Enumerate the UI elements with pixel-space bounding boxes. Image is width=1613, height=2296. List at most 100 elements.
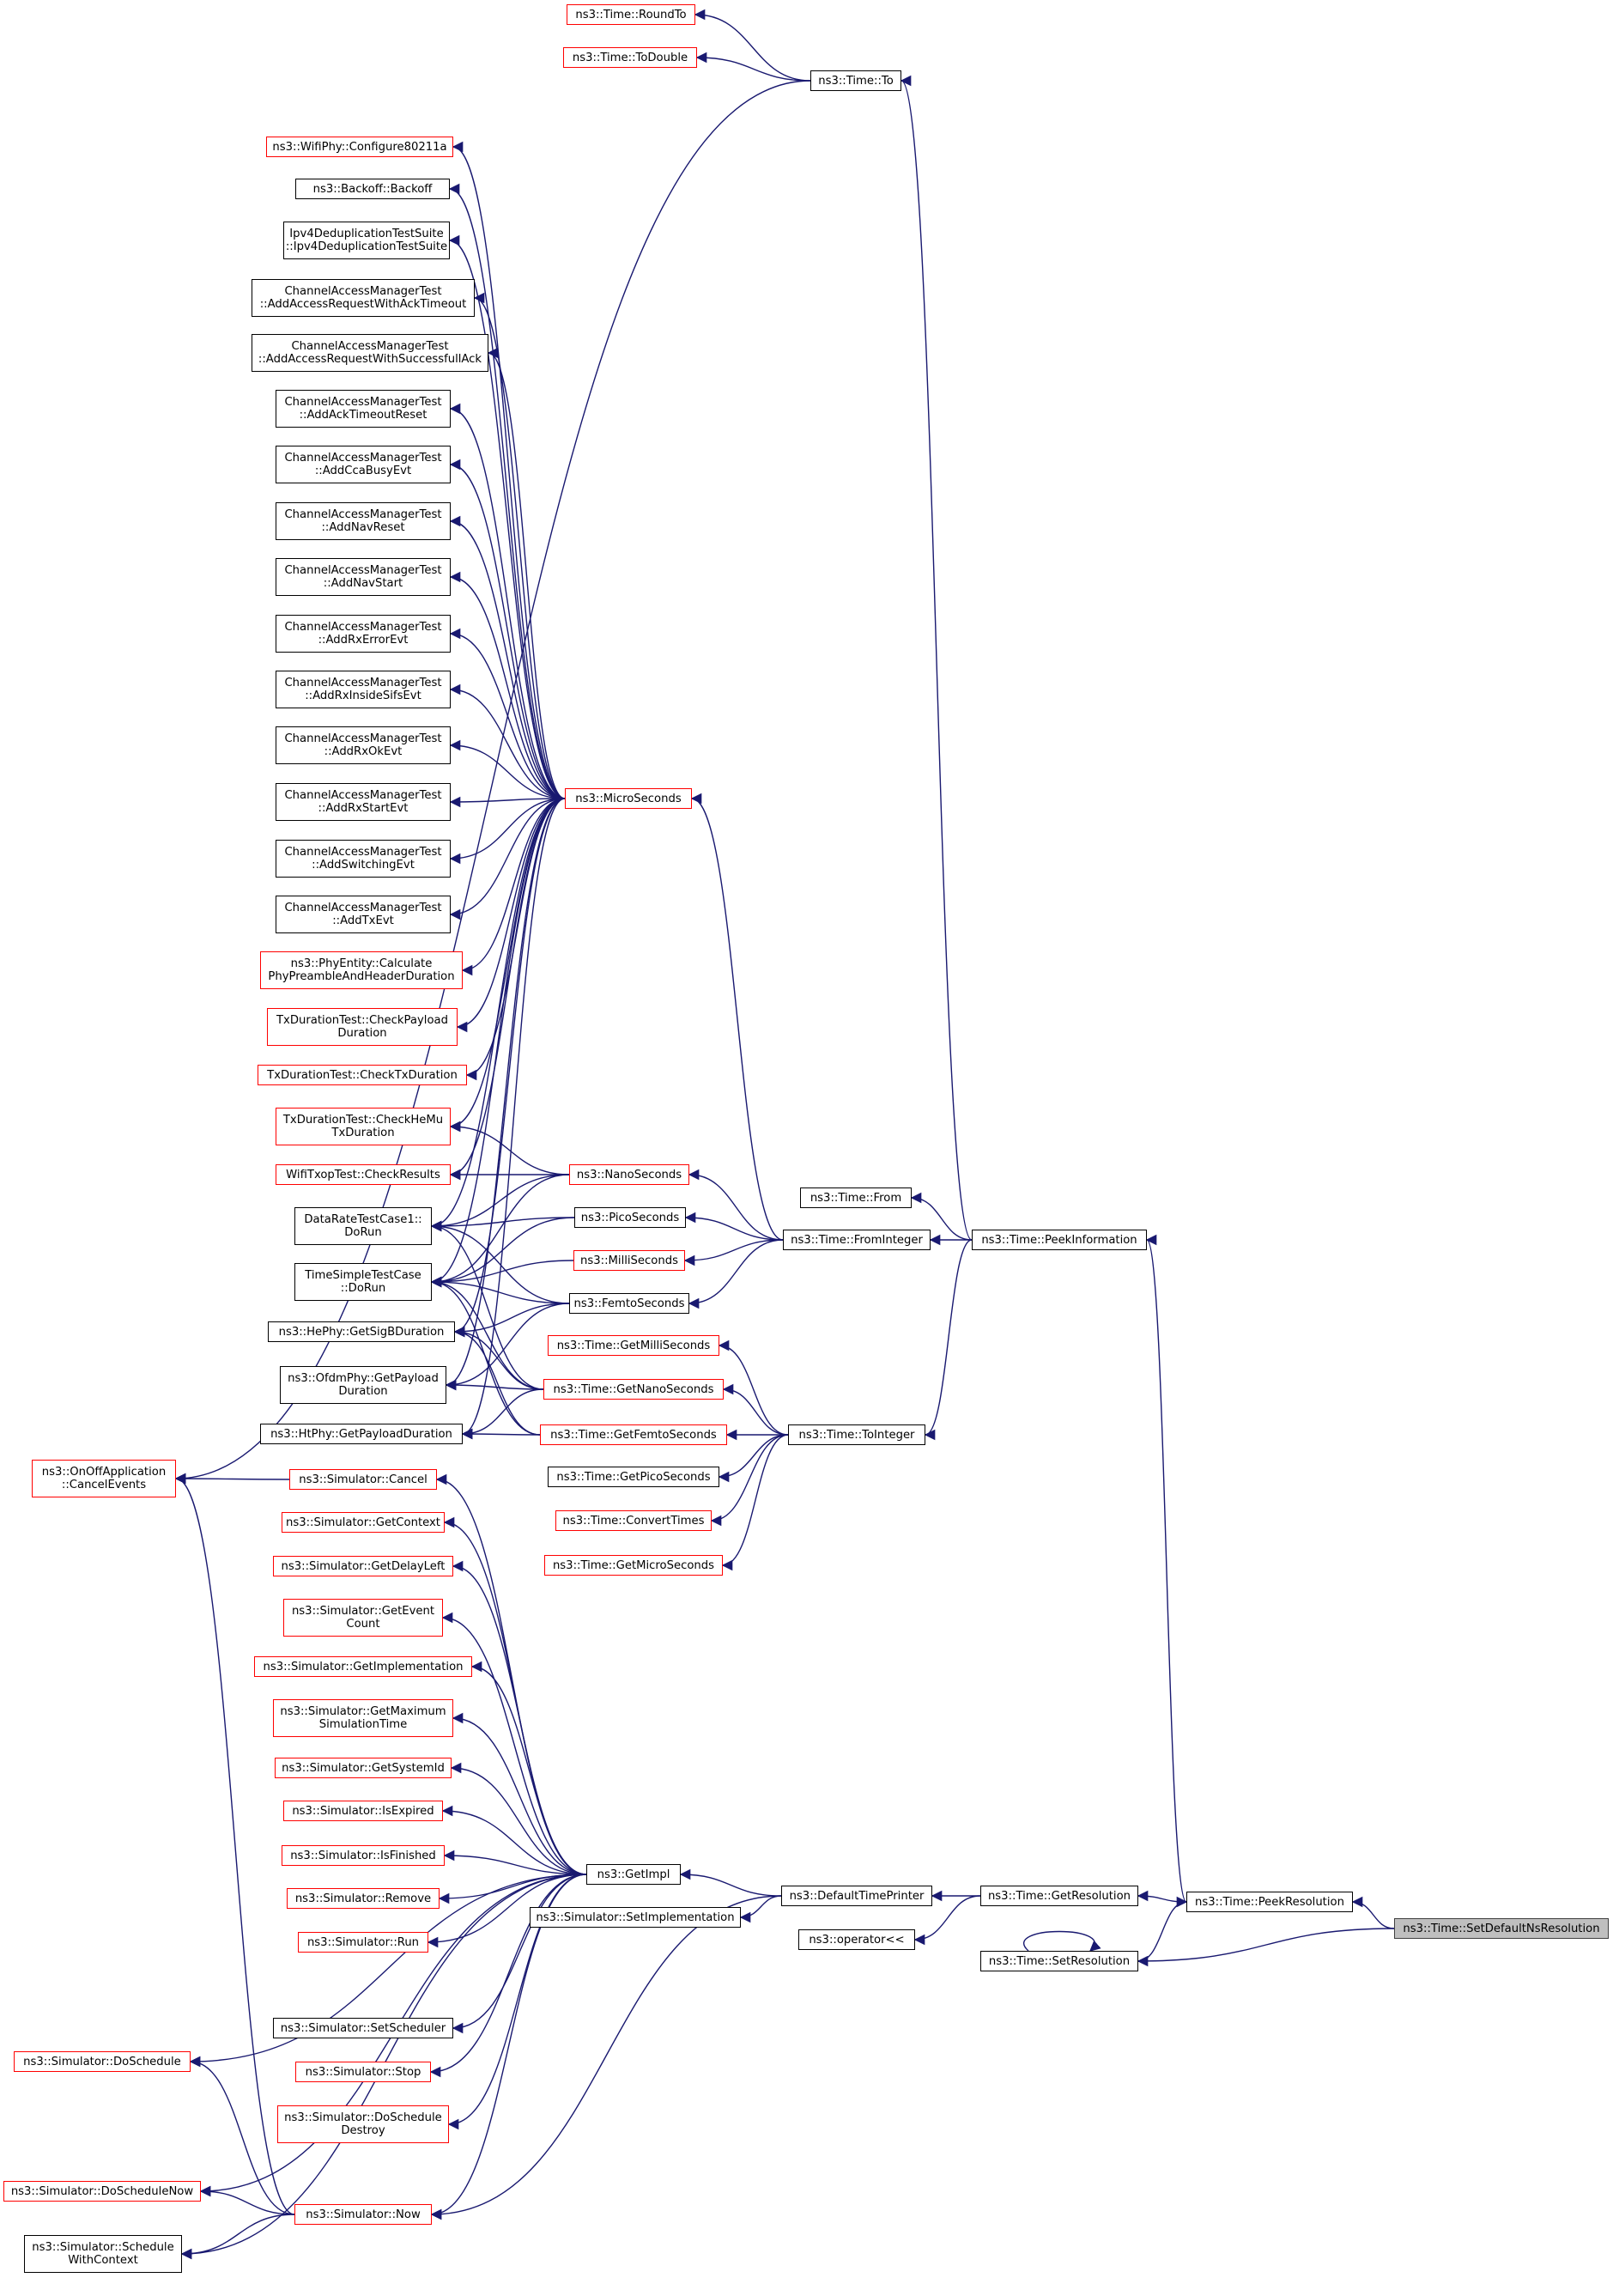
node-micro-seconds[interactable]: ns3::MicroSeconds (565, 788, 692, 809)
node-to-double[interactable]: ns3::Time::ToDouble (563, 47, 697, 68)
edge-get-impl-to-sim-do-schedule-destroy (447, 1874, 587, 2130)
edge-get-nano-seconds-to-ofdm-payload (445, 1379, 544, 1391)
node-get-milli-seconds[interactable]: ns3::Time::GetMilliSeconds (548, 1335, 719, 1356)
edge-micro-seconds-to-add-rx-ok-evt (449, 739, 566, 799)
node-get-nano-seconds[interactable]: ns3::Time::GetNanoSeconds (543, 1379, 724, 1400)
edge-micro-seconds-to-add-tx-evt (449, 798, 566, 920)
node-add-rx-start-evt[interactable]: ChannelAccessManagerTest ::AddRxStartEvt (276, 783, 451, 821)
node-sim-get-implementation[interactable]: ns3::Simulator::GetImplementation (254, 1656, 472, 1677)
node-add-rx-ok-evt[interactable]: ChannelAccessManagerTest ::AddRxOkEvt (276, 726, 451, 764)
node-sim-cancel[interactable]: ns3::Simulator::Cancel (289, 1469, 437, 1490)
node-check-payload[interactable]: TxDurationTest::CheckPayload Duration (267, 1008, 458, 1046)
node-add-ack-timeout-reset[interactable]: ChannelAccessManagerTest ::AddAckTimeout… (276, 390, 451, 428)
edge-nano-seconds-to-check-he-mu (449, 1121, 570, 1175)
node-get-resolution[interactable]: ns3::Time::GetResolution (980, 1886, 1138, 1906)
node-ht-payload[interactable]: ns3::HtPhy::GetPayloadDuration (260, 1424, 463, 1444)
node-sim-run[interactable]: ns3::Simulator::Run (298, 1932, 428, 1953)
edge-default-time-printer-to-set-implementation (739, 1895, 782, 1923)
edge-micro-seconds-to-ht-payload (461, 798, 566, 1440)
edge-get-femto-seconds-to-ht-payload (461, 1428, 541, 1440)
node-time-from[interactable]: ns3::Time::From (800, 1187, 912, 1208)
edge-femto-seconds-to-time-simple-do-run (430, 1276, 570, 1304)
node-round-to[interactable]: ns3::Time::RoundTo (567, 4, 695, 25)
node-on-off-cancel[interactable]: ns3::OnOffApplication ::CancelEvents (32, 1460, 176, 1497)
node-sim-get-event-count[interactable]: ns3::Simulator::GetEvent Count (283, 1599, 443, 1637)
node-add-tx-evt[interactable]: ChannelAccessManagerTest ::AddTxEvt (276, 896, 451, 933)
node-add-acc-timeout[interactable]: ChannelAccessManagerTest ::AddAccessRequ… (252, 279, 475, 317)
edge-peek-information-to-time-to (900, 76, 973, 1241)
edge-micro-seconds-to-backoff (448, 183, 566, 799)
node-set-default-ns-resolution: ns3::Time::SetDefaultNsResolution (1394, 1918, 1609, 1939)
node-add-cca-busy-evt[interactable]: ChannelAccessManagerTest ::AddCcaBusyEvt (276, 446, 451, 483)
node-ipv4-dedup[interactable]: Ipv4DeduplicationTestSuite ::Ipv4Dedupli… (283, 222, 450, 259)
node-peek-information[interactable]: ns3::Time::PeekInformation (972, 1230, 1147, 1250)
node-sim-get-delay-left[interactable]: ns3::Simulator::GetDelayLeft (273, 1556, 453, 1576)
edge-get-femto-seconds-to-he-sig-b (453, 1326, 541, 1436)
node-to-integer[interactable]: ns3::Time::ToInteger (788, 1424, 925, 1445)
node-check-he-mu[interactable]: TxDurationTest::CheckHeMu TxDuration (276, 1108, 451, 1145)
node-time-to[interactable]: ns3::Time::To (810, 70, 901, 91)
edge-sim-now-to-on-off-cancel (174, 1473, 295, 2215)
node-backoff[interactable]: ns3::Backoff::Backoff (295, 179, 450, 199)
node-sim-schedule-with-context[interactable]: ns3::Simulator::Schedule WithContext (24, 2235, 182, 2273)
node-configure80211a[interactable]: ns3::WifiPhy::Configure80211a (266, 137, 453, 157)
edge-micro-seconds-to-check-he-mu (449, 798, 566, 1133)
node-set-implementation[interactable]: ns3::Simulator::SetImplementation (530, 1907, 741, 1928)
node-get-femto-seconds[interactable]: ns3::Time::GetFemtoSeconds (540, 1424, 727, 1445)
node-pico-seconds[interactable]: ns3::PicoSeconds (574, 1207, 686, 1228)
node-check-results[interactable]: WifiTxopTest::CheckResults (276, 1164, 451, 1185)
node-he-sig-b[interactable]: ns3::HePhy::GetSigBDuration (268, 1321, 455, 1342)
edge-to-integer-to-get-milli-seconds (718, 1339, 789, 1436)
edge-get-impl-to-sim-get-system-id (450, 1762, 587, 1875)
node-nano-seconds[interactable]: ns3::NanoSeconds (569, 1164, 689, 1185)
edge-milli-seconds-to-time-simple-do-run (430, 1260, 574, 1288)
edge-micro-seconds-to-add-rx-inside-sifs-evt (449, 683, 566, 799)
node-get-micro-seconds[interactable]: ns3::Time::GetMicroSeconds (544, 1555, 723, 1576)
edge-time-to-to-round-to (694, 9, 811, 82)
edge-set-default-ns-resolution-to-set-resolution (1137, 1928, 1395, 1967)
node-get-impl[interactable]: ns3::GetImpl (586, 1864, 681, 1885)
node-sim-do-schedule-destroy[interactable]: ns3::Simulator::DoSchedule Destroy (277, 2105, 449, 2143)
node-sim-do-schedule-now[interactable]: ns3::Simulator::DoScheduleNow (3, 2181, 201, 2202)
node-ofdm-payload[interactable]: ns3::OfdmPhy::GetPayload Duration (280, 1366, 446, 1404)
node-default-time-printer[interactable]: ns3::DefaultTimePrinter (781, 1886, 932, 1906)
node-sim-set-scheduler[interactable]: ns3::Simulator::SetScheduler (273, 2018, 453, 2038)
node-add-nav-start[interactable]: ChannelAccessManagerTest ::AddNavStart (276, 558, 451, 596)
node-data-rate-do-run[interactable]: DataRateTestCase1:: DoRun (294, 1207, 432, 1245)
node-sim-do-schedule[interactable]: ns3::Simulator::DoSchedule (14, 2051, 191, 2072)
node-add-rx-inside-sifs-evt[interactable]: ChannelAccessManagerTest ::AddRxInsideSi… (276, 671, 451, 708)
node-sim-get-system-id[interactable]: ns3::Simulator::GetSystemId (275, 1758, 452, 1778)
node-operator-ll[interactable]: ns3::operator<< (798, 1929, 915, 1950)
node-sim-get-max-time[interactable]: ns3::Simulator::GetMaximum SimulationTim… (273, 1699, 453, 1737)
node-sim-now[interactable]: ns3::Simulator::Now (294, 2204, 432, 2225)
node-femto-seconds[interactable]: ns3::FemtoSeconds (569, 1293, 689, 1314)
node-milli-seconds[interactable]: ns3::MilliSeconds (573, 1250, 685, 1271)
edge-micro-seconds-to-ofdm-payload (445, 798, 566, 1391)
node-check-tx-duration[interactable]: TxDurationTest::CheckTxDuration (258, 1065, 467, 1085)
node-add-nav-reset[interactable]: ChannelAccessManagerTest ::AddNavReset (276, 502, 451, 540)
node-time-simple-do-run[interactable]: TimeSimpleTestCase ::DoRun (294, 1263, 432, 1301)
edge-femto-seconds-to-ofdm-payload (445, 1303, 570, 1391)
node-sim-stop[interactable]: ns3::Simulator::Stop (295, 2062, 431, 2082)
edge-micro-seconds-to-add-switching-evt (449, 798, 566, 865)
node-peek-resolution[interactable]: ns3::Time::PeekResolution (1186, 1892, 1353, 1912)
node-convert-times[interactable]: ns3::Time::ConvertTimes (555, 1510, 712, 1531)
node-calc-preamble[interactable]: ns3::PhyEntity::Calculate PhyPreambleAnd… (260, 951, 463, 989)
node-add-switching-evt[interactable]: ChannelAccessManagerTest ::AddSwitchingE… (276, 840, 451, 878)
node-set-resolution[interactable]: ns3::Time::SetResolution (980, 1951, 1138, 1971)
edge-peek-resolution-to-get-resolution (1137, 1890, 1187, 1903)
edge-get-impl-to-sim-get-implementation (470, 1661, 587, 1875)
edge-femto-seconds-to-data-rate-do-run (430, 1220, 570, 1304)
node-add-rx-error-evt[interactable]: ChannelAccessManagerTest ::AddRxErrorEvt (276, 615, 451, 653)
node-add-acc-success[interactable]: ChannelAccessManagerTest ::AddAccessRequ… (252, 334, 488, 372)
node-sim-is-expired[interactable]: ns3::Simulator::IsExpired (283, 1801, 443, 1821)
node-sim-remove[interactable]: ns3::Simulator::Remove (287, 1888, 440, 1909)
edge-micro-seconds-to-he-sig-b (453, 798, 566, 1338)
node-from-integer[interactable]: ns3::Time::FromInteger (783, 1230, 931, 1250)
edge-get-impl-to-sim-run (427, 1874, 587, 1948)
node-sim-get-context[interactable]: ns3::Simulator::GetContext (282, 1512, 445, 1533)
node-get-pico-seconds[interactable]: ns3::Time::GetPicoSeconds (548, 1467, 719, 1487)
edge-get-nano-seconds-to-ht-payload (461, 1388, 544, 1440)
edge-nano-seconds-to-time-simple-do-run (430, 1174, 570, 1288)
node-sim-is-finished[interactable]: ns3::Simulator::IsFinished (282, 1845, 445, 1866)
